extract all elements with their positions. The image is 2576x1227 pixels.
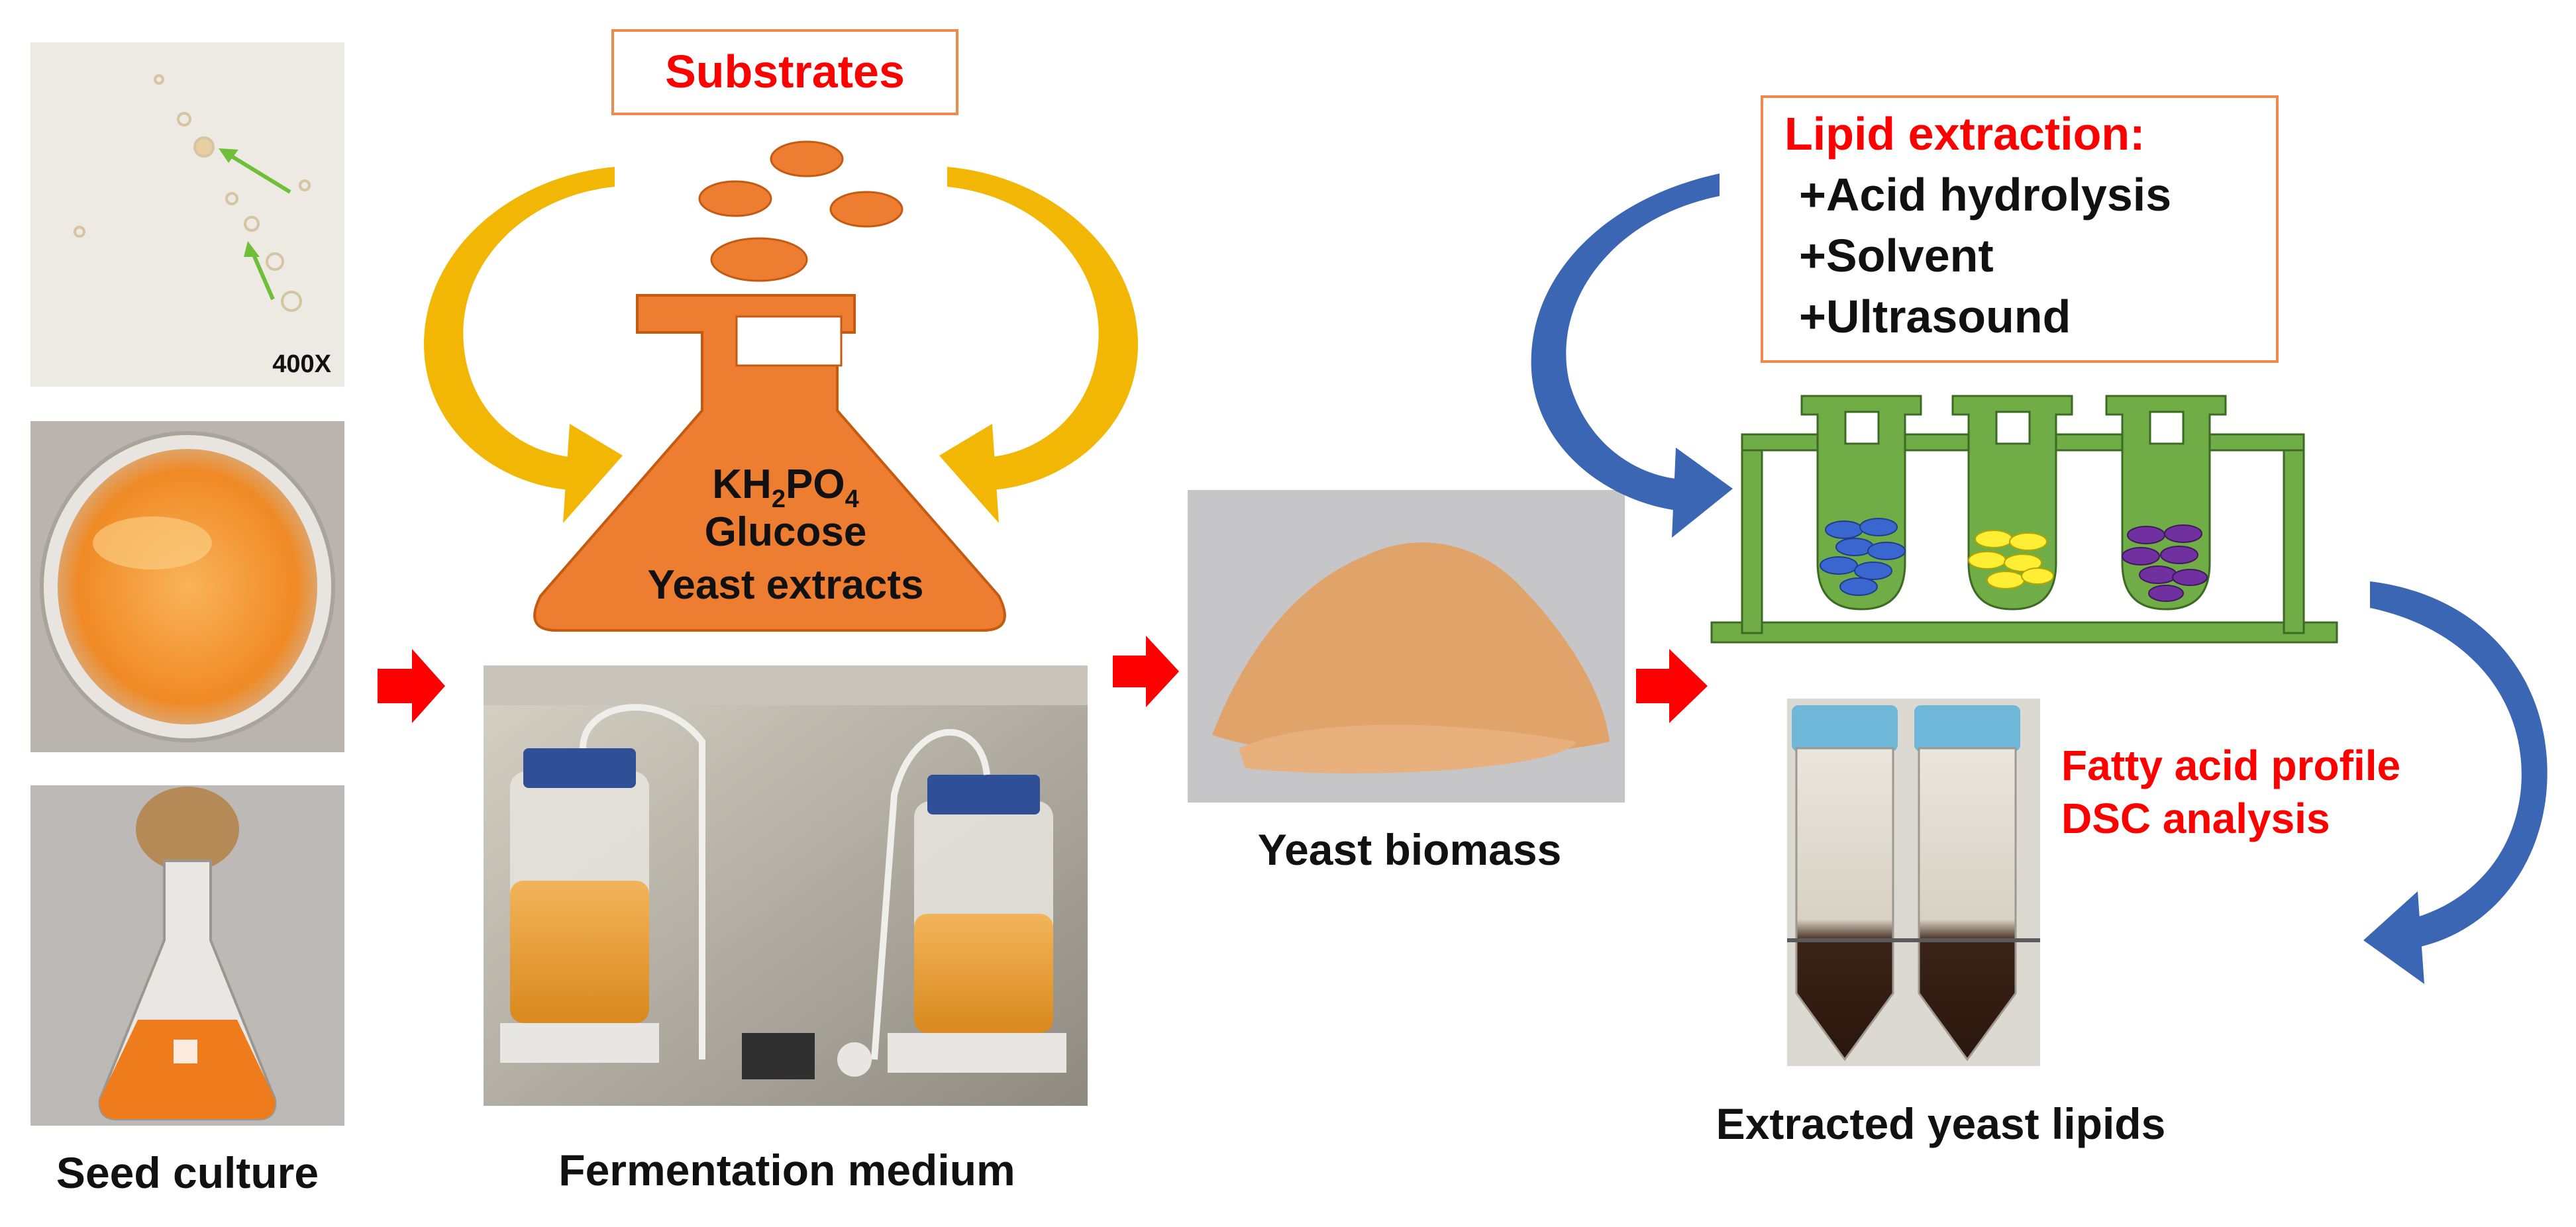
yeast-biomass-caption: Yeast biomass xyxy=(1258,825,1562,874)
fermentation-photo xyxy=(484,665,1088,1106)
lipid-extraction-box xyxy=(1761,95,2279,363)
erlenmeyer-flask-icon xyxy=(533,294,1006,632)
substrate-arrow-right-icon xyxy=(939,167,1138,523)
process-arrow-icon xyxy=(378,649,445,723)
magnification-label: 400X xyxy=(272,350,331,378)
seed-flask-photo xyxy=(30,785,344,1126)
substrate-arrow-left-icon xyxy=(424,167,623,523)
extracted-lipids-caption: Extracted yeast lipids xyxy=(1716,1099,2166,1148)
extracted-lipids-photo xyxy=(1787,699,2040,1066)
fatty-acid-profile-label: Fatty acid profile xyxy=(2061,742,2400,789)
seed-culture-caption: Seed culture xyxy=(56,1148,319,1197)
extraction-step-acid-hydrolysis: +Acid hydrolysis xyxy=(1799,169,2171,221)
substrate-bubbles-icon xyxy=(698,140,903,282)
kh2po4-label: KH2PO4 xyxy=(712,462,858,513)
micrograph-photo: 400X xyxy=(30,42,344,387)
lipid-extraction-title: Lipid extraction: xyxy=(1784,108,2145,160)
extraction-step-ultrasound: +Ultrasound xyxy=(1799,291,2071,342)
extraction-arrow-icon xyxy=(1531,173,1733,538)
substrates-box xyxy=(611,29,958,115)
glucose-label: Glucose xyxy=(705,509,867,555)
fermentation-caption: Fermentation medium xyxy=(558,1146,1015,1195)
process-arrow-icon xyxy=(1113,636,1179,707)
process-arrow-icon xyxy=(1636,649,1708,723)
analysis-arrow-icon xyxy=(2363,581,2548,984)
test-tube-rack-icon xyxy=(1710,395,2338,644)
yeast-biomass-photo xyxy=(1188,490,1625,803)
petri-dish-photo xyxy=(30,421,344,752)
yeast-extracts-label: Yeast extracts xyxy=(647,562,923,608)
extraction-step-solvent: +Solvent xyxy=(1799,230,1994,281)
substrates-title: Substrates xyxy=(665,46,905,97)
dsc-analysis-label: DSC analysis xyxy=(2061,795,2330,842)
